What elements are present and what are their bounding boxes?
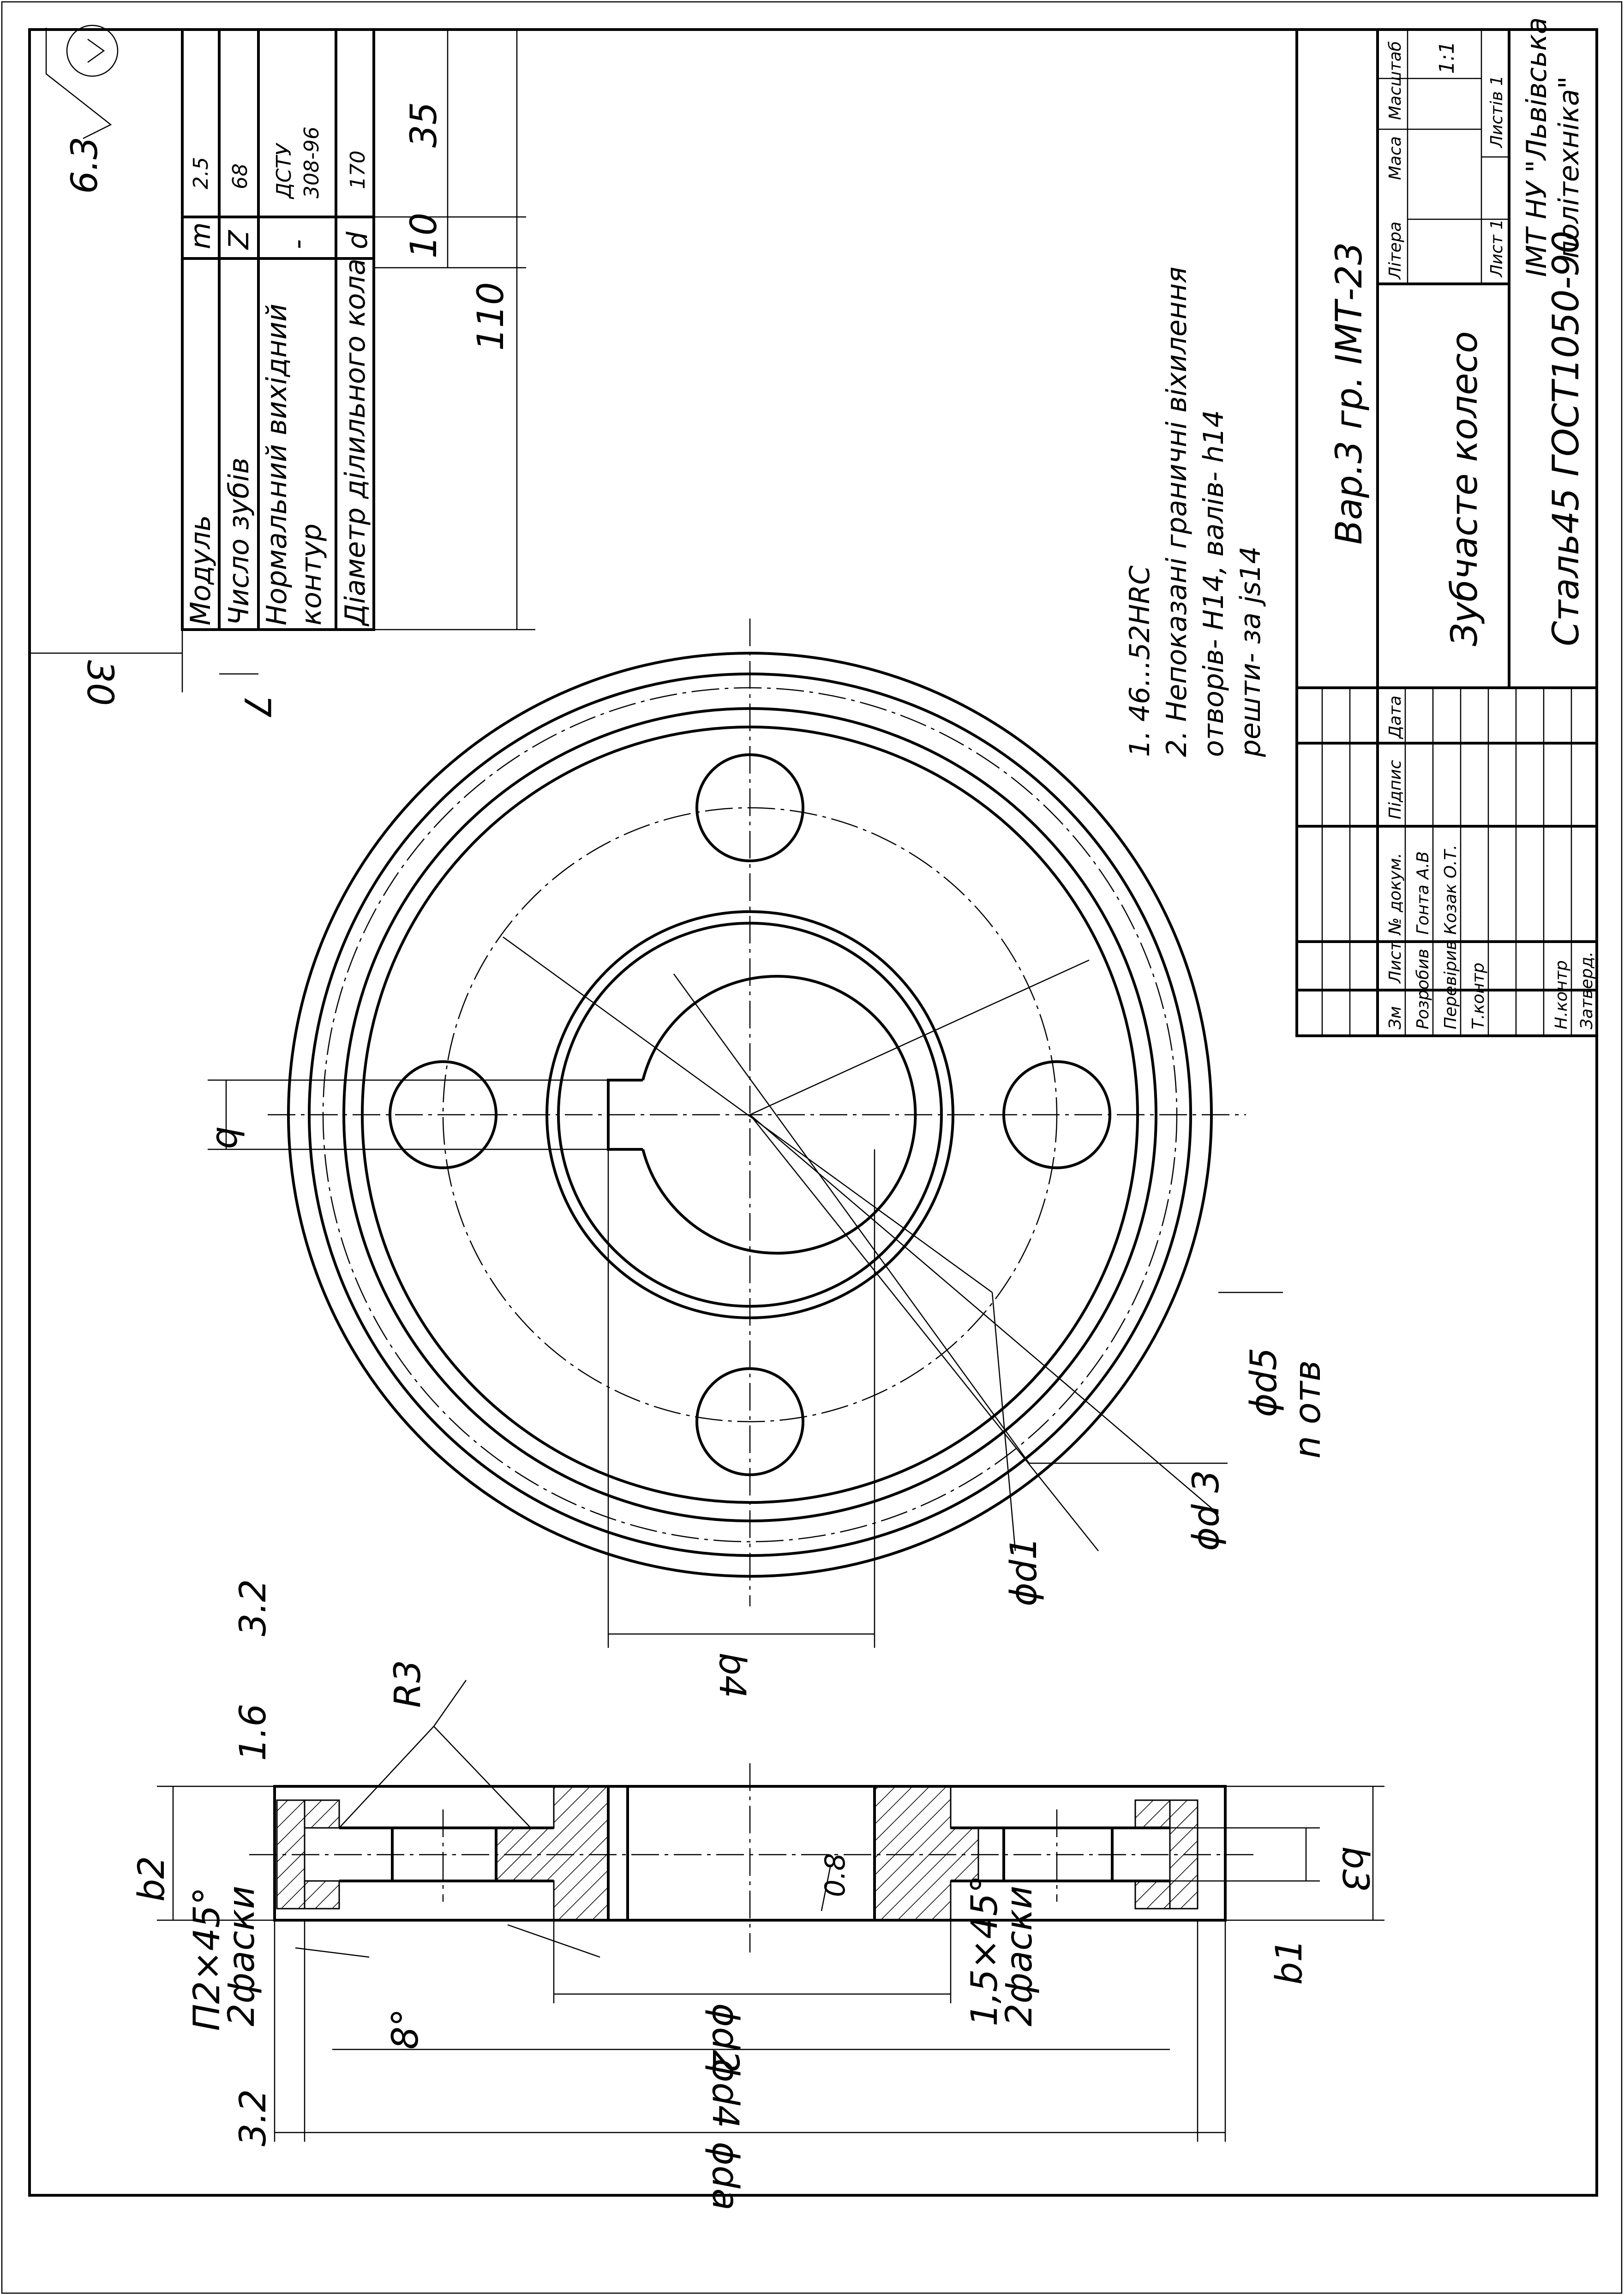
chamfer-2-count: 2фаски (999, 1886, 1040, 2026)
dim-10: 10 (403, 213, 445, 258)
gear-front-view (208, 619, 1283, 1648)
tb-scale-value: 1:1 (1435, 41, 1459, 74)
roughness-section-2: 1.6 (233, 1704, 274, 1761)
chamfer-1-size: П2×45° (186, 1887, 228, 2031)
tb-header-sheet: Лист (1386, 941, 1405, 984)
dim-b1: b1 (1269, 1939, 1310, 1985)
title-block: Вар.3 гр. ІМТ-23 Зубчасте колесо Сталь45… (1295, 17, 1598, 1037)
tb-header-date: Дата (1386, 696, 1405, 739)
row-module-value: 2.5 (189, 157, 213, 189)
tb-mass-label: Маса (1386, 136, 1405, 180)
row-module-name: Модуль (185, 515, 217, 625)
drawing-frame (28, 28, 1598, 2197)
row-diameter-value: 170 (346, 150, 370, 189)
tb-row-norm-control: Н.контр (1552, 960, 1571, 1029)
table-dimensions: 35 10 110 30 7 (30, 30, 518, 718)
general-roughness-symbol: 6.3 (45, 24, 119, 194)
tb-variant: Вар.3 гр. ІМТ-23 (1329, 242, 1370, 545)
tb-header-change: Зм (1386, 1006, 1405, 1029)
dim-b2: b2 (131, 1856, 173, 1902)
dim-b3: b3 (1334, 1846, 1376, 1892)
tb-organization-2: політехніка" (1553, 76, 1585, 258)
dim-35: 35 (403, 102, 445, 148)
row-diameter-symbol: d (342, 231, 374, 249)
dim-110: 110 (470, 282, 512, 351)
note-3: отворів- H14, валів- h14 (1198, 410, 1230, 757)
roughness-section-1: 3.2 (233, 1579, 274, 1636)
tb-row-checker: Перевірив (1441, 940, 1460, 1029)
roughness-section-3: 3.2 (233, 2089, 274, 2146)
row-profile-value-1: ДСТУ (272, 142, 296, 199)
roughness-general-value: 6.3 (64, 137, 106, 194)
row-module-symbol: m (185, 222, 217, 249)
dim-b: b (208, 1126, 250, 1149)
row-profile-value-2: 308-96 (300, 126, 324, 198)
dim-r3: R3 (387, 1660, 429, 1708)
gear-section-view (157, 1680, 1384, 2142)
dim-phi-d2: ϕd2 (704, 2003, 746, 2073)
note-2: 2. Непоказані граничні віхилення (1161, 267, 1193, 757)
dim-angle-8: 8° (385, 2008, 426, 2049)
tb-row-tech-control: Т.контр (1469, 962, 1488, 1029)
tb-checker-name: Козак О.Т. (1441, 845, 1460, 935)
row-profile-symbol: - (282, 239, 314, 249)
note-1: 1. 46...52HRC (1124, 565, 1156, 757)
tb-sheets-total: Листів 1 (1487, 75, 1506, 149)
chamfer-2-size: 1,5×45° (964, 1875, 1006, 2026)
dim-n-holes: n отв (1287, 1360, 1329, 1459)
gear-parameters-table: Модуль Число зубів Нормальний вихідний к… (181, 28, 535, 631)
tb-sheet: Лист 1 (1487, 219, 1506, 278)
dim-phi-da: ϕda (704, 2142, 746, 2211)
tb-scale-label: Масштаб (1386, 41, 1405, 120)
tb-developer-name: Гонта А.В (1414, 851, 1432, 935)
dim-b4: b4 (711, 1652, 753, 1698)
dim-0-8: 0.8 (819, 1853, 851, 1897)
row-diameter-name: Діаметр ділильного кола (339, 258, 372, 627)
tb-organization-1: ІМТ НУ "Львівська (1521, 17, 1553, 277)
tb-header-sign: Підпис (1386, 760, 1405, 819)
tb-row-approved: Затверд. (1577, 951, 1596, 1029)
dim-d1: ϕd1 (1003, 1537, 1045, 1606)
row-profile-name-1: Нормальний вихідний (261, 304, 293, 625)
tb-part-name: Зубчасте колесо (1444, 331, 1486, 646)
note-4: решти- за js14 (1234, 546, 1267, 757)
tb-material: Сталь45 ГОСТ1050-90 (1546, 231, 1587, 646)
row-teeth-symbol: Z (223, 229, 255, 250)
dim-phi-d4: ϕd4 (704, 2059, 746, 2128)
row-teeth-name: Число зубів (223, 457, 255, 625)
tb-litera-label: Літера (1386, 222, 1405, 280)
dim-7: 7 (236, 695, 277, 718)
dim-30: 30 (79, 660, 120, 706)
chamfer-1-count: 2фаски (221, 1886, 263, 2026)
dim-d5: ϕd5 (1243, 1347, 1285, 1417)
tb-row-developer: Розробив (1414, 949, 1432, 1029)
dim-d3: ϕd 3 (1186, 1470, 1227, 1551)
row-teeth-value: 68 (228, 163, 252, 189)
tb-header-doc: № докум. (1386, 853, 1405, 936)
row-profile-name-2: контур (295, 523, 328, 625)
